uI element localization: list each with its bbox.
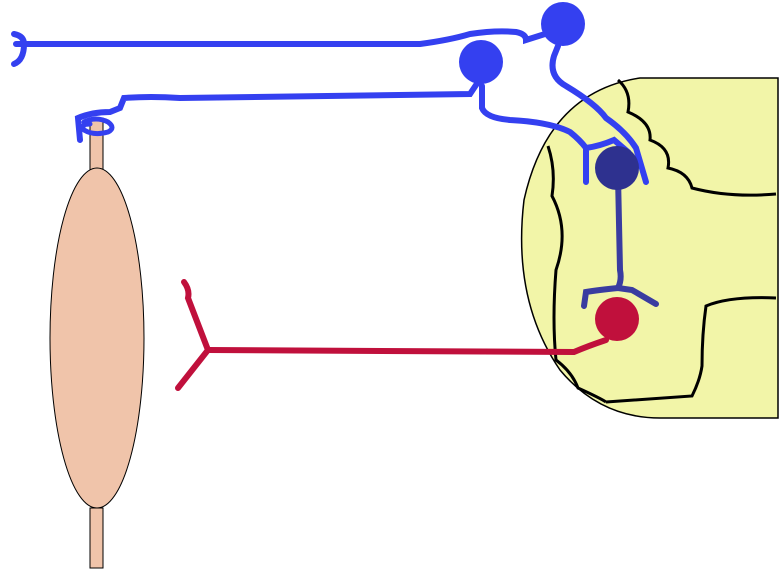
upper-tendon [89,117,104,177]
sensory-soma-1 [541,2,585,46]
sensory-terminal-fork [583,136,633,185]
muscle [49,117,145,569]
sensory-neuron-1 [11,2,649,185]
sensory-axon-1 [13,28,548,47]
motor-end-plate [175,279,212,391]
sensory-neuron-2 [74,40,633,185]
gray-matter-boundary-left [546,145,607,404]
gray-matter-boundary-lower [605,296,777,404]
interneuron [581,146,659,309]
interneuron-terminal-fork [581,285,659,309]
sensory-receptor-1 [11,31,28,67]
sensory-axon-2 [74,79,481,143]
gray-matter-boundary-upper [616,78,777,197]
muscle-spindle-ending [80,116,115,137]
interneuron-soma [595,146,639,190]
sensory-root-2 [479,83,589,151]
sensory-soma-2 [459,40,503,84]
muscle-belly [49,167,145,509]
sensory-root-1 [549,43,649,185]
lower-tendon [89,507,104,569]
motor-soma [595,297,639,341]
motor-neuron [175,279,639,391]
interneuron-axon [615,173,624,291]
motor-axon [205,337,609,356]
